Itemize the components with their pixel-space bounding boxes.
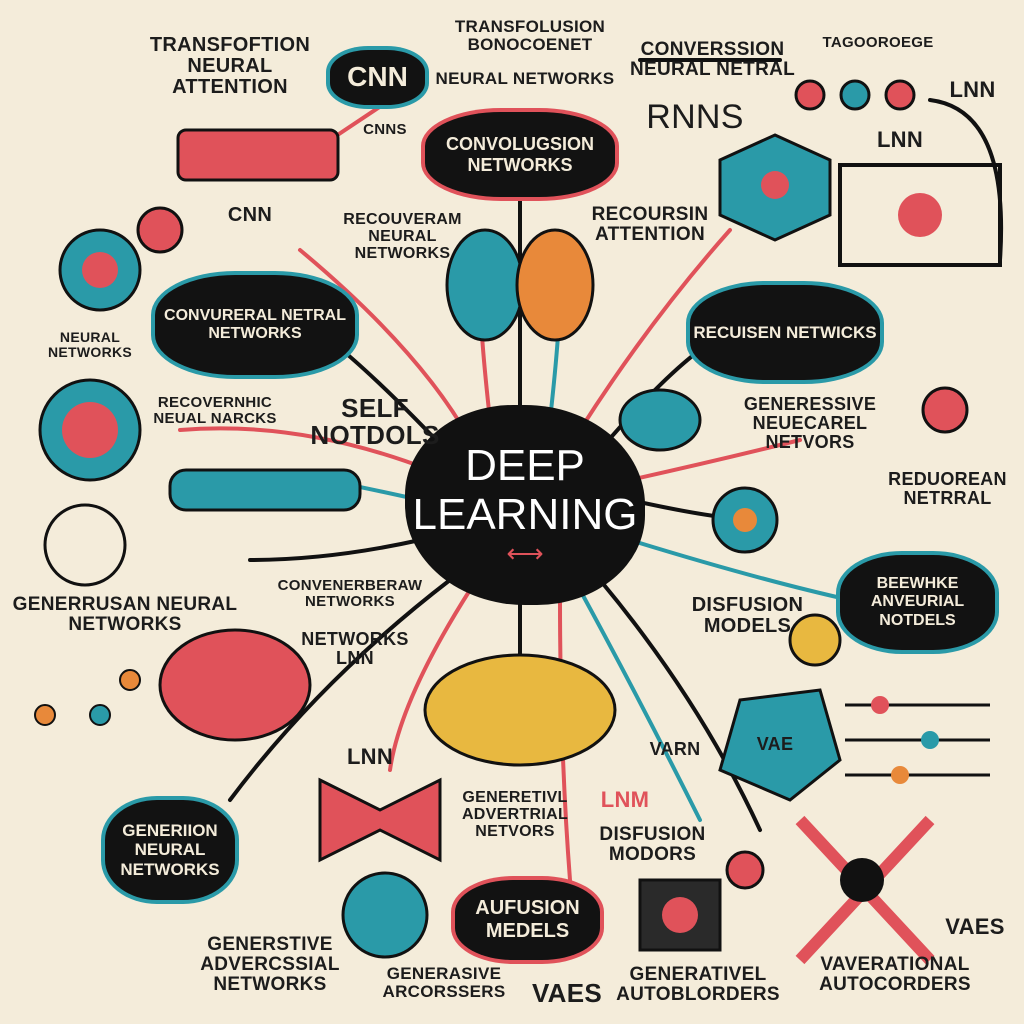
label-generative-adversarial: Generetivl Advertrial Netvors [461,789,569,840]
label-neural-networks-top: Neural Networks [435,69,615,88]
label-varn: VARN [649,739,701,759]
double-arrow-icon: ⟷ [506,538,544,569]
label-self-models: Self Notdols [310,393,440,451]
hub-icon [921,386,969,434]
label-lnn-bottom: LNN [346,744,394,769]
label-lnm: LNM [600,787,650,812]
label-vae-box: VAE [756,734,794,754]
label-recursion-attention: Recoursin Attention [591,204,709,245]
bowtie-icon [318,777,442,863]
label-generative-auto: Generativel Autoblorders [616,964,780,1005]
label-variational: Vaverational Autocorders [819,954,971,995]
node-generion-left[interactable]: Generiion Neural Networks [105,800,235,900]
central-topic-deep-learning[interactable]: DEEP LEARNING ⟷ [405,405,645,605]
label-vaes-bottom: VAES [531,978,603,1008]
capsule-icon [168,468,362,512]
label-disfusion-bottom: Disfusion Modors [599,824,706,865]
decorative-icons [34,79,1002,965]
label-networks-lnn: Networks LNN [301,629,409,668]
label-recurrent-left: Recouveram Neural Networks [343,211,462,262]
flower-icon [515,228,595,342]
label-conv-mid: Convenerberaw Networks [277,577,423,610]
label-transformation: Transfoftion Neural Attention [149,34,311,98]
label-lnn-right: LNN [876,127,924,152]
label-gen-adv-bottom: Generstive Advercssial Networks [200,934,340,995]
node-aufusion-bottom[interactable]: Aufusion Medels [455,880,600,960]
brain-icon [158,628,312,742]
node-convolution-top[interactable]: Convolugsion Networks [425,112,615,197]
label-generalusan: Generrusan Neural Networks [12,594,238,635]
spiral-icon [43,503,127,587]
central-title-line2: LEARNING [412,489,638,539]
node-cnn-top[interactable]: CNN [330,50,425,105]
label-tagooroege: Tagooroege [822,34,934,51]
label-generessive: Generessive Neuecarel Netvors [743,394,877,452]
label-lnn-top: LNN [949,77,996,102]
label-cnns-small: CNNS [363,121,407,138]
label-recurrent-right: Reduorean Netrral [888,469,1007,508]
label-conversion: Converssion Neural Netral [629,39,796,80]
label-rnns: RNNS [646,98,744,136]
cube-icon [718,688,842,802]
node-recursion-right[interactable]: Recuisen Netwicks [690,285,880,380]
node-convureral-left[interactable]: Convureral Netral Networks [155,275,355,375]
node-adversarial-right[interactable]: Beewhke Anveurial Notdels [840,555,995,650]
tensor-block-icon [176,128,340,182]
label-transfolusion: Transfolusion Bonocoenet [454,17,606,54]
label-generasive: Generasive Arcorssers [382,964,506,1001]
central-title-line1: DEEP [465,441,585,491]
gear-icon [341,871,429,959]
brain-icon [423,653,617,767]
label-vaes-right: VAES [945,914,1005,939]
label-neural-far-left: Neural Networks [47,329,133,360]
label-cnn-left: CNN [227,204,273,226]
label-disfusion-right: Disfusion Models [691,594,804,637]
frame-icon [838,163,1002,267]
label-recovernhic: Recovernhic Neual Narcks [153,394,277,427]
